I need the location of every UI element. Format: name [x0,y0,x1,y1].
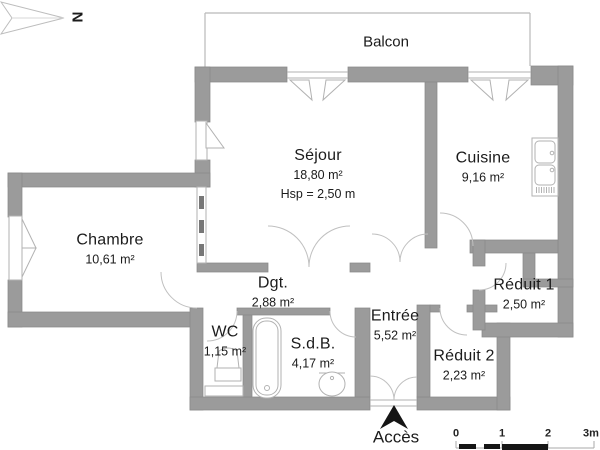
balcony-outline [204,12,531,67]
window-chambre-west-icon [8,215,37,281]
north-label: N [68,11,86,23]
room-label-cuisine: Cuisine 9,16 m² [456,150,511,184]
room-area: 4,17 m² [291,356,335,371]
entry-door-threshold [370,399,417,407]
wall-segment [481,322,574,338]
scale-label-0: 0 [452,427,460,440]
french-door-sejour-balcony-icon [287,71,348,102]
room-label-chambre: Chambre 10,61 m² [76,232,143,266]
kitchen-sink-fixture [531,137,559,197]
room-name: Dgt. [257,274,289,292]
room-area: 10,61 m² [85,252,135,267]
wall-segment [7,311,196,328]
room-name: WC [211,323,239,341]
room-label-wc: WC 1,15 m² [204,324,246,358]
access-label: Accès [372,427,420,447]
north-arrow-icon [0,1,65,35]
wall-segment [7,172,211,188]
room-area: 5,52 m² [373,328,417,343]
room-label-dgt: Dgt. 2,88 m² [252,275,294,309]
room-name: Séjour [294,147,342,164]
room-name: Réduit 1 [493,276,555,294]
door-arc-sejour-entree-right [399,233,429,263]
wall-segment [196,262,269,273]
scale-label-2: 2 [544,427,552,440]
windows [8,71,531,407]
french-door-cuisine-balcony-icon [468,71,531,102]
wall-segment [189,396,371,411]
door-arc-sdb [329,310,357,338]
wall-segment [347,66,469,83]
scale-label-3m: 3m [583,427,599,440]
wall-segment [189,307,204,411]
wall-segment [416,304,431,398]
fixtures [204,137,559,399]
wall-segment [349,262,371,273]
wall-segment [242,314,253,398]
toilet-fixture [204,347,244,397]
room-label-entree: Entrée 5,52 m² [371,308,419,342]
door-arc-sejour-dgt-left [267,225,310,268]
wall-segment [7,172,23,218]
door-arc-entry-right [393,376,418,401]
partition-dashed [196,186,207,264]
washbasin-fixture [318,371,346,397]
wall-segment [354,307,371,398]
door-arc-sejour-entree-left [371,233,401,263]
door-arc-reduit1 [478,262,507,291]
room-area: 2,23 m² [442,368,486,383]
door-arc-entry-left [369,375,395,401]
room-name: Réduit 2 [433,347,495,365]
window-sejour-west-icon [195,120,225,161]
room-name: Entrée [370,307,420,325]
room-ceiling-height: Hsp = 2,50 m [280,186,356,201]
door-arcs [160,212,507,401]
door-arc-cuisine [439,212,474,247]
door-arc-chambre [160,271,198,309]
room-area: 2,88 m² [251,295,295,310]
room-label-reduit2: Réduit 2 2,23 m² [433,348,494,382]
room-area: 2,50 m² [502,297,546,312]
room-label-reduit1: Réduit 1 2,50 m² [493,277,554,311]
wall-segment [194,66,211,123]
wall-segment [469,239,559,254]
wall-segment [416,396,511,411]
room-name: Cuisine [455,149,511,167]
room-name: S.d.B. [290,335,336,353]
room-name: Chambre [76,231,144,249]
door-arc-wc [206,310,238,342]
scale-label-1: 1 [498,427,506,440]
wall-segment [522,278,574,288]
access-arrow-icon [380,405,408,429]
wall-segment [557,65,574,338]
room-area: 9,16 m² [461,170,505,185]
room-label-sdb: S.d.B. 4,17 m² [291,336,336,370]
wall-segment [429,304,441,313]
scale-bar [455,441,595,450]
balcony-label: Balcon [363,33,409,51]
room-area: 1,15 m² [203,344,247,359]
wall-segment [424,81,438,249]
door-arc-reduit2 [439,307,468,336]
bathtub-fixture [252,317,282,399]
room-area: 18,80 m² [293,168,343,182]
door-arc-sejour-dgt-right [308,225,351,268]
wall-segment [472,289,486,331]
walls [7,65,574,411]
room-label-sejour: Séjour 18,80 m² Hsp = 2,50 m [281,148,356,200]
north-letter: N [68,11,86,23]
wall-segment [472,239,486,267]
